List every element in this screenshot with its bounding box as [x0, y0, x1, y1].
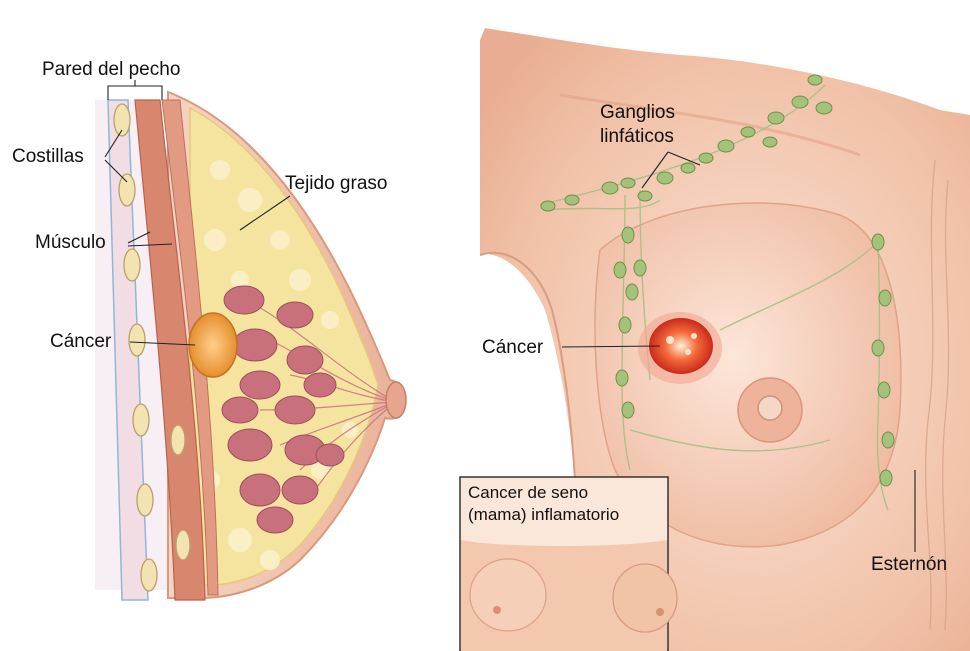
inset-breast-right [613, 564, 677, 632]
side-nipple [386, 382, 406, 418]
inset-title-line1: Cancer de seno [468, 483, 588, 502]
front-tumor [638, 312, 722, 384]
sternum-label: Esternón [871, 554, 947, 575]
lymph-nodes-label-line1: Ganglios [600, 102, 675, 123]
lymph-nodes-label-line2: linfáticos [600, 126, 674, 147]
chest-wall-bracket [108, 80, 162, 100]
chest-wall-label: Pared del pecho [42, 59, 180, 80]
inset-title-line2: (mama) inflamatorio [468, 505, 619, 524]
fat-label: Tejido graso [285, 173, 387, 194]
inset-breast-left [470, 559, 546, 631]
inset-nipple-left [493, 606, 501, 614]
muscle-label: Músculo [35, 232, 106, 253]
ribs-label: Costillas [12, 146, 84, 167]
inflammatory-inset: Cancer de seno (mama) inflamatorio [460, 477, 677, 651]
side-tumor [189, 313, 237, 377]
side-view-diagram: Pared del pecho Costillas Músculo Tejido… [12, 59, 406, 600]
front-cancer-label: Cáncer [482, 337, 544, 358]
front-nipple [758, 396, 782, 420]
side-cancer-label: Cáncer [50, 331, 112, 352]
inset-nipple-right [656, 608, 664, 616]
